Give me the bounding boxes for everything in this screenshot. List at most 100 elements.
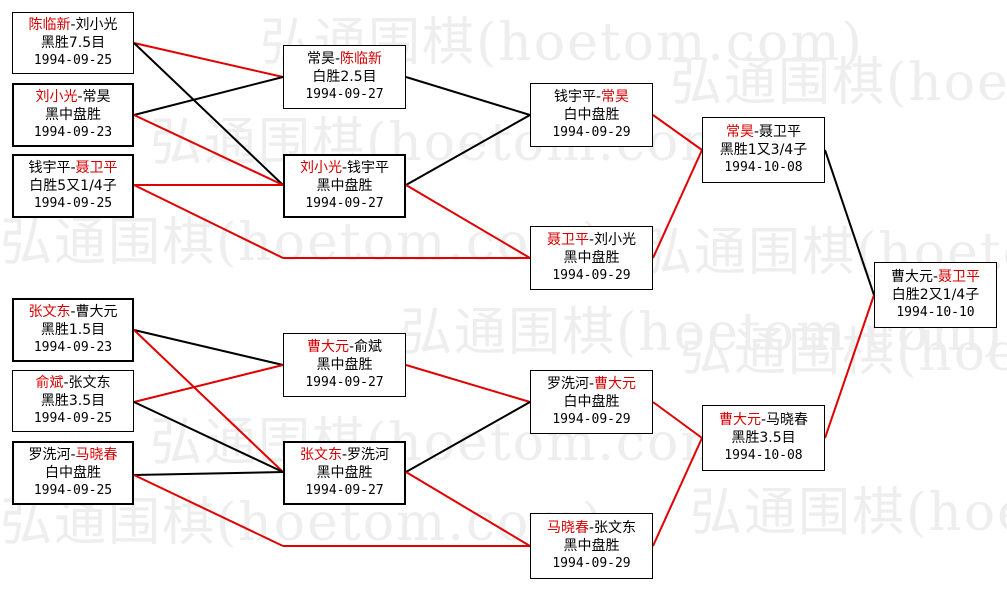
match-players: 曹大元-聂卫平 (890, 269, 981, 285)
connector-line (133, 114, 284, 186)
match-date: 1994-09-23 (33, 340, 113, 355)
match-players: 俞斌-张文东 (35, 375, 111, 391)
player-name: 罗洗河 (546, 376, 589, 392)
match-box: 曹大元-马晓春 黑胜3.5目 1994-10-08 (702, 405, 825, 471)
match-box: 马晓春-张文东 黑中盘胜 1994-09-29 (530, 513, 653, 579)
connector-line (133, 471, 284, 476)
connector-line (405, 184, 531, 259)
match-box: 常昊-聂卫平 黑胜1又3/4子 1994-10-08 (702, 117, 825, 183)
player-name: 曹大元 (306, 339, 349, 355)
match-box: 俞斌-张文东 黑胜3.5目 1994-09-25 (12, 370, 134, 432)
match-box: 钱宇平-常昊 白中盘胜 1994-09-29 (530, 83, 653, 147)
match-players: 马晓春-张文东 (546, 520, 637, 536)
match-result: 黑胜7.5目 (40, 35, 106, 51)
match-date: 1994-09-29 (552, 268, 631, 283)
match-result: 黑中盘胜 (563, 538, 620, 554)
player-name: 聂卫平 (75, 160, 118, 176)
connector-line (133, 184, 284, 259)
player-name: 陈临新 (340, 51, 383, 67)
connector-line (652, 149, 703, 259)
player-name: 钱宇平 (28, 160, 71, 176)
player-name: 俞斌 (354, 339, 383, 355)
match-players: 张文东-罗洗河 (299, 447, 390, 463)
connector-line (133, 329, 284, 473)
match-players: 常昊-聂卫平 (725, 124, 802, 140)
match-date: 1994-09-25 (33, 483, 113, 498)
match-players: 常昊-陈临新 (306, 51, 383, 67)
connector-line (652, 114, 703, 151)
match-players: 钱宇平-常昊 (553, 89, 630, 105)
connector-line (405, 114, 531, 186)
match-date: 1994-09-27 (305, 196, 384, 211)
match-box: 张文东-罗洗河 黑中盘胜 1994-09-27 (283, 441, 406, 505)
player-name: 罗洗河 (28, 447, 71, 463)
match-result: 白胜2又1/4子 (891, 287, 980, 303)
match-date: 1994-09-25 (33, 196, 113, 211)
match-result: 白中盘胜 (563, 394, 620, 410)
player-name: 刘小光 (299, 160, 342, 176)
connector-line (824, 294, 875, 439)
match-box: 曹大元-俞斌 黑中盘胜 1994-09-27 (283, 333, 406, 397)
connector-line (133, 329, 284, 366)
match-date: 1994-09-27 (305, 375, 384, 390)
match-date: 1994-09-23 (33, 125, 113, 140)
player-name: 钱宇平 (553, 89, 596, 105)
connector-line (405, 364, 531, 403)
match-date: 1994-09-29 (552, 556, 631, 571)
match-box: 罗洗河-马晓春 白中盘胜 1994-09-25 (12, 441, 134, 505)
match-date: 1994-09-25 (33, 53, 113, 68)
player-name: 马晓春 (75, 447, 118, 463)
player-name: 张文东 (28, 304, 71, 320)
match-result: 黑中盘胜 (316, 357, 373, 373)
match-date: 1994-09-29 (552, 125, 631, 140)
connector-line (133, 364, 284, 403)
connector-line (652, 437, 703, 547)
match-date: 1994-10-08 (724, 160, 803, 175)
match-players: 刘小光-钱宇平 (299, 160, 390, 176)
match-box: 曹大元-聂卫平 白胜2又1/4子 1994-10-10 (874, 262, 997, 328)
match-players: 罗洗河-曹大元 (546, 376, 637, 392)
match-date: 1994-09-27 (305, 483, 384, 498)
connector-line (405, 76, 531, 116)
match-date: 1994-10-10 (896, 305, 975, 320)
player-name: 马晓春 (766, 412, 809, 428)
match-result: 黑胜1.5目 (40, 322, 106, 338)
match-result: 黑中盘胜 (316, 465, 373, 481)
match-result: 黑胜3.5目 (40, 393, 106, 409)
match-box: 陈临新-刘小光 黑胜7.5目 1994-09-25 (12, 12, 134, 74)
match-result: 白中盘胜 (45, 465, 101, 481)
connector-line (133, 42, 284, 186)
match-players: 陈临新-刘小光 (28, 17, 118, 33)
player-name: 常昊 (725, 124, 754, 140)
match-result: 黑中盘胜 (45, 107, 101, 123)
match-box: 罗洗河-曹大元 白中盘胜 1994-09-29 (530, 370, 653, 434)
connector-line (133, 42, 284, 78)
match-result: 白胜2.5目 (312, 69, 377, 85)
match-result: 白胜5又1/4子 (29, 178, 117, 194)
player-name: 张文东 (68, 375, 111, 391)
connector-line (133, 401, 284, 473)
match-box: 聂卫平-刘小光 黑中盘胜 1994-09-29 (530, 226, 653, 290)
player-name: 曹大元 (890, 269, 933, 285)
connector-line (652, 401, 703, 439)
player-name: 张文东 (594, 520, 637, 536)
player-name: 常昊 (306, 51, 335, 67)
match-result: 黑中盘胜 (316, 178, 373, 194)
player-name: 张文东 (299, 447, 342, 463)
player-name: 罗洗河 (347, 447, 390, 463)
match-players: 钱宇平-聂卫平 (28, 160, 118, 176)
connector-line (133, 474, 284, 547)
player-name: 曹大元 (594, 376, 637, 392)
match-box: 常昊-陈临新 白胜2.5目 1994-09-27 (283, 45, 406, 109)
player-name: 曹大元 (718, 412, 761, 428)
player-name: 曹大元 (75, 304, 118, 320)
player-name: 刘小光 (594, 232, 637, 248)
player-name: 聂卫平 (759, 124, 802, 140)
match-result: 黑中盘胜 (563, 250, 620, 266)
connector-line (405, 471, 531, 547)
match-box: 张文东-曹大元 黑胜1.5目 1994-09-23 (12, 298, 134, 362)
player-name: 俞斌 (35, 375, 64, 391)
match-box: 刘小光-钱宇平 黑中盘胜 1994-09-27 (283, 154, 406, 218)
player-name: 马晓春 (546, 520, 589, 536)
